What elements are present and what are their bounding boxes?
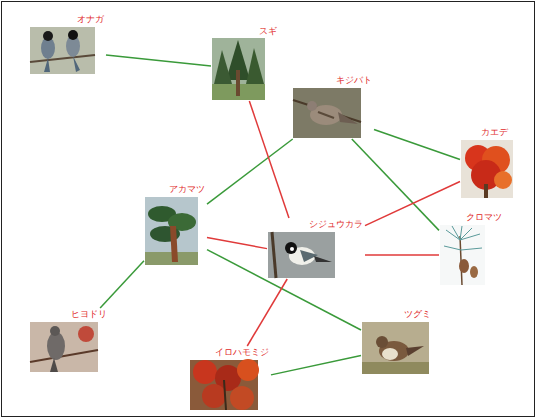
relation-line — [249, 101, 289, 218]
tree-illustration — [440, 225, 485, 285]
species-label: イロハモミジ — [214, 347, 270, 358]
relation-line — [374, 129, 460, 159]
species-label: キジバト — [335, 75, 373, 86]
tree-photo — [145, 197, 198, 265]
bird-photo — [362, 322, 429, 374]
tree-photo — [212, 38, 265, 100]
relation-line — [352, 139, 439, 230]
species-node: シジュウカラ — [268, 232, 335, 278]
relation-line — [207, 139, 293, 204]
species-node: イロハモミジ — [190, 360, 258, 410]
bird-photo — [30, 27, 95, 74]
species-node: クロマツ — [440, 225, 485, 285]
species-node: スギ — [212, 38, 265, 100]
species-node: アカマツ — [145, 197, 198, 265]
relation-line — [207, 238, 267, 249]
species-label: カエデ — [480, 127, 509, 138]
species-node: ツグミ — [362, 322, 429, 374]
bird-photo — [30, 322, 98, 372]
bird-photo — [293, 88, 361, 138]
relation-line — [365, 182, 460, 226]
species-label: クロマツ — [465, 212, 503, 223]
species-node: ヒヨドリ — [30, 322, 98, 372]
species-node: キジバト — [293, 88, 361, 138]
species-label: スギ — [258, 26, 278, 37]
relation-line — [100, 261, 144, 308]
species-node: オナガ — [30, 27, 95, 74]
tree-photo — [190, 359, 259, 410]
species-label: オナガ — [76, 14, 105, 25]
species-label: シジュウカラ — [308, 219, 364, 230]
relation-line — [365, 254, 439, 256]
relation-line — [106, 55, 211, 66]
species-label: アカマツ — [168, 184, 206, 195]
species-node: カエデ — [461, 140, 513, 198]
tree-photo — [461, 140, 513, 198]
relation-line — [271, 355, 361, 374]
species-label: ツグミ — [403, 309, 432, 320]
relation-line — [247, 279, 287, 346]
species-label: ヒヨドリ — [70, 309, 108, 320]
bird-photo — [268, 232, 335, 278]
